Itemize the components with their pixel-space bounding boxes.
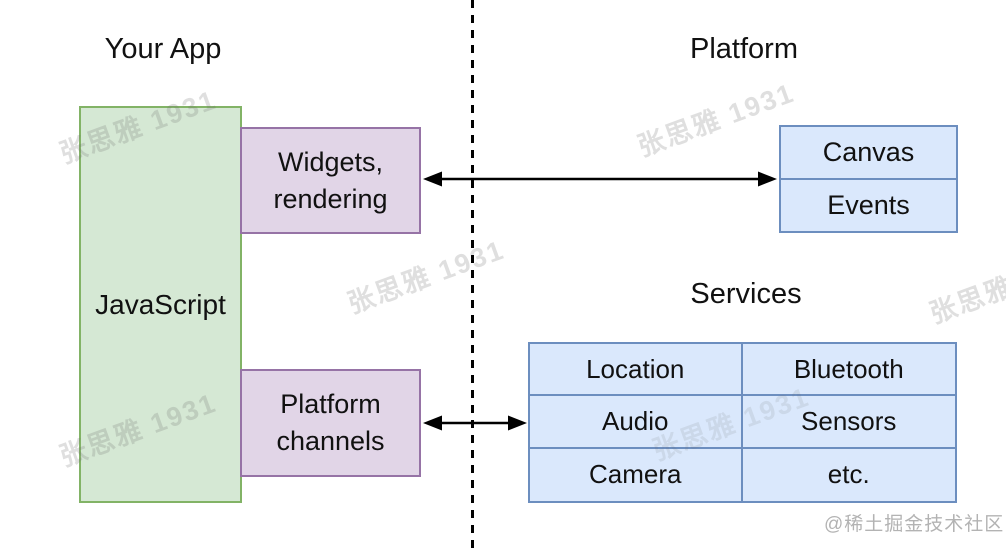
watermark-text: 张思雅 1931 (633, 77, 799, 163)
watermark-text: 张思雅 1931 (925, 245, 1006, 330)
platform-channels-box: Platform channels (240, 369, 421, 477)
canvas-events-box: Canvas Events (779, 125, 958, 233)
dashed-divider-line (471, 0, 474, 549)
services-cell-audio: Audio (530, 396, 743, 449)
channels-services-bidirectional-arrow (423, 415, 527, 431)
widgets-platform-bidirectional-arrow (423, 171, 777, 187)
services-cell-bluetooth: Bluetooth (742, 344, 955, 397)
services-heading: Services (690, 278, 802, 310)
javascript-box-label: JavaScript (95, 288, 226, 320)
widgets-box-line1: Widgets, (277, 146, 384, 177)
platform-heading: Platform (690, 33, 798, 65)
channels-box-line2: channels (276, 426, 385, 456)
watermark-text: 张思雅 1931 (343, 234, 509, 320)
services-cell-camera: Camera (530, 448, 743, 501)
javascript-box: JavaScript (79, 106, 242, 503)
your-app-heading: Your App (104, 33, 222, 65)
services-table: Location Bluetooth Audio Sensors Camera … (528, 342, 957, 503)
services-cell-etc: etc. (827, 459, 870, 490)
widgets-box-line2: rendering (273, 183, 388, 214)
events-row: Events (827, 190, 910, 220)
canvas-row: Canvas (781, 127, 956, 180)
community-credit-text: @稀土掘金技术社区 (824, 514, 1005, 535)
services-cell-location: Location (530, 344, 743, 397)
widgets-rendering-box: Widgets, rendering (240, 127, 421, 234)
services-cell-sensors: Sensors (742, 396, 955, 449)
channels-box-line1: Platform (280, 389, 381, 419)
